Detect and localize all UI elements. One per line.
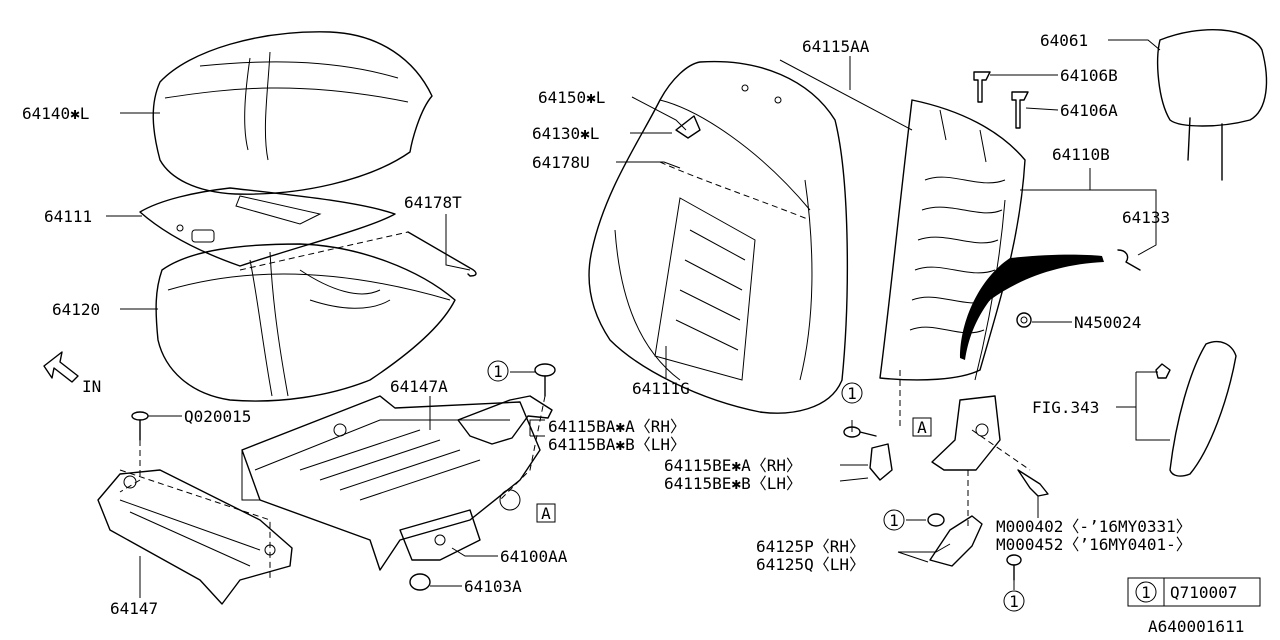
label-64147a: 64147A <box>390 377 448 396</box>
legend-box: 1 Q710007 <box>1127 577 1261 607</box>
bolt-callout-back[interactable] <box>843 426 877 438</box>
label-64103a: 64103A <box>464 577 522 596</box>
label-q020015: Q020015 <box>184 407 251 426</box>
side-panel-fig343[interactable] <box>1155 340 1237 477</box>
label-64111: 64111 <box>44 207 92 226</box>
label-64130: 64130✱L <box>532 124 599 143</box>
label-64115be-rh: 64115BE✱A〈RH〉 <box>664 456 802 475</box>
label-64115aa: 64115AA <box>802 37 870 56</box>
seat-side-cover[interactable] <box>457 395 553 445</box>
callout-number: 1 <box>847 384 857 403</box>
label-64140: 64140✱L <box>22 104 89 123</box>
callout-number: 1 <box>493 362 503 381</box>
label-64125q: 64125Q〈LH〉 <box>756 555 865 574</box>
fit-line <box>239 231 409 271</box>
callout-1-lower: 1 <box>1003 590 1025 612</box>
label-64178u: 64178U <box>532 153 590 172</box>
recliner-bracket[interactable] <box>931 395 1001 471</box>
label-64115be-lh: 64115BE✱B〈LH〉 <box>664 474 802 493</box>
wire-harness <box>960 254 1104 360</box>
callout-1-seat: 1 <box>487 360 509 382</box>
nut-n450024[interactable] <box>1016 312 1032 328</box>
label-n450024: N450024 <box>1074 313 1141 332</box>
headrest-guide-a[interactable] <box>1011 91 1029 129</box>
leader-lines <box>106 39 1170 598</box>
label-64115ba-lh: 64115BA✱B〈LH〉 <box>548 435 686 454</box>
legend-part: Q710007 <box>1170 583 1237 602</box>
label-64150: 64150✱L <box>538 88 605 107</box>
label-m000452: M000452〈’16MY0401-〉 <box>996 535 1192 554</box>
fit-line <box>119 469 271 580</box>
callout-1-back: 1 <box>841 382 863 404</box>
bolt-q020015[interactable] <box>131 411 149 441</box>
label-m000402: M000402〈-’16MY0331〉 <box>996 517 1192 536</box>
back-mat-clip[interactable] <box>675 115 701 139</box>
cushion-pan[interactable] <box>97 469 293 605</box>
cushion-frame[interactable] <box>241 395 541 571</box>
in-arrow-icon <box>43 351 79 383</box>
label-64115ba-rh: 64115BA✱A〈RH〉 <box>548 417 686 436</box>
label-64147: 64147 <box>110 599 158 618</box>
seat-adjuster[interactable] <box>399 509 481 561</box>
fit-line <box>499 395 546 501</box>
fit-line <box>119 440 141 493</box>
label-64120: 64120 <box>52 300 100 319</box>
label-64061: 64061 <box>1040 31 1088 50</box>
label-64125p: 64125P〈RH〉 <box>756 537 865 556</box>
label-64106a: 64106A <box>1060 101 1118 120</box>
label-64100aa: 64100AA <box>500 547 568 566</box>
back-side-cover[interactable] <box>869 443 893 481</box>
diagram-id: A640001611 <box>1148 617 1244 636</box>
cushion-mat[interactable] <box>139 187 396 267</box>
back-frame[interactable] <box>879 99 1026 381</box>
back-cover[interactable] <box>588 60 849 414</box>
ref-box-a-seat: A <box>536 503 556 523</box>
ref-box-a-back: A <box>912 417 932 437</box>
label-fig343: FIG.343 <box>1032 398 1099 417</box>
fit-line <box>971 429 1031 471</box>
cushion-pad-cover[interactable] <box>152 31 433 195</box>
label-64133: 64133 <box>1122 208 1170 227</box>
svg-text:A: A <box>917 418 927 437</box>
legend-number: 1 <box>1141 583 1151 602</box>
cushion-pad[interactable] <box>155 243 456 402</box>
callout-number: 1 <box>889 511 899 530</box>
bolt-callout-seat[interactable] <box>534 363 556 397</box>
bolt-m000402[interactable] <box>1017 469 1049 497</box>
label-in: IN <box>82 377 101 396</box>
callout-number: 1 <box>1009 592 1019 611</box>
headrest-guide-b[interactable] <box>973 71 991 103</box>
clip-64178t[interactable] <box>407 231 477 277</box>
bolt-callout-lower[interactable] <box>1006 554 1022 581</box>
label-64110b: 64110B <box>1052 145 1110 164</box>
adjuster-knob[interactable] <box>409 573 431 591</box>
callout-1-hinge: 1 <box>883 509 905 531</box>
svg-text:A: A <box>541 504 551 523</box>
clip-64133[interactable] <box>1117 249 1141 271</box>
label-64111g: 64111G <box>632 379 690 398</box>
label-64178t: 64178T <box>404 193 462 212</box>
label-64106b: 64106B <box>1060 66 1118 85</box>
headrest[interactable] <box>1156 29 1268 181</box>
hinge-cover[interactable] <box>929 515 983 567</box>
bolt-callout-hinge[interactable] <box>927 513 945 527</box>
